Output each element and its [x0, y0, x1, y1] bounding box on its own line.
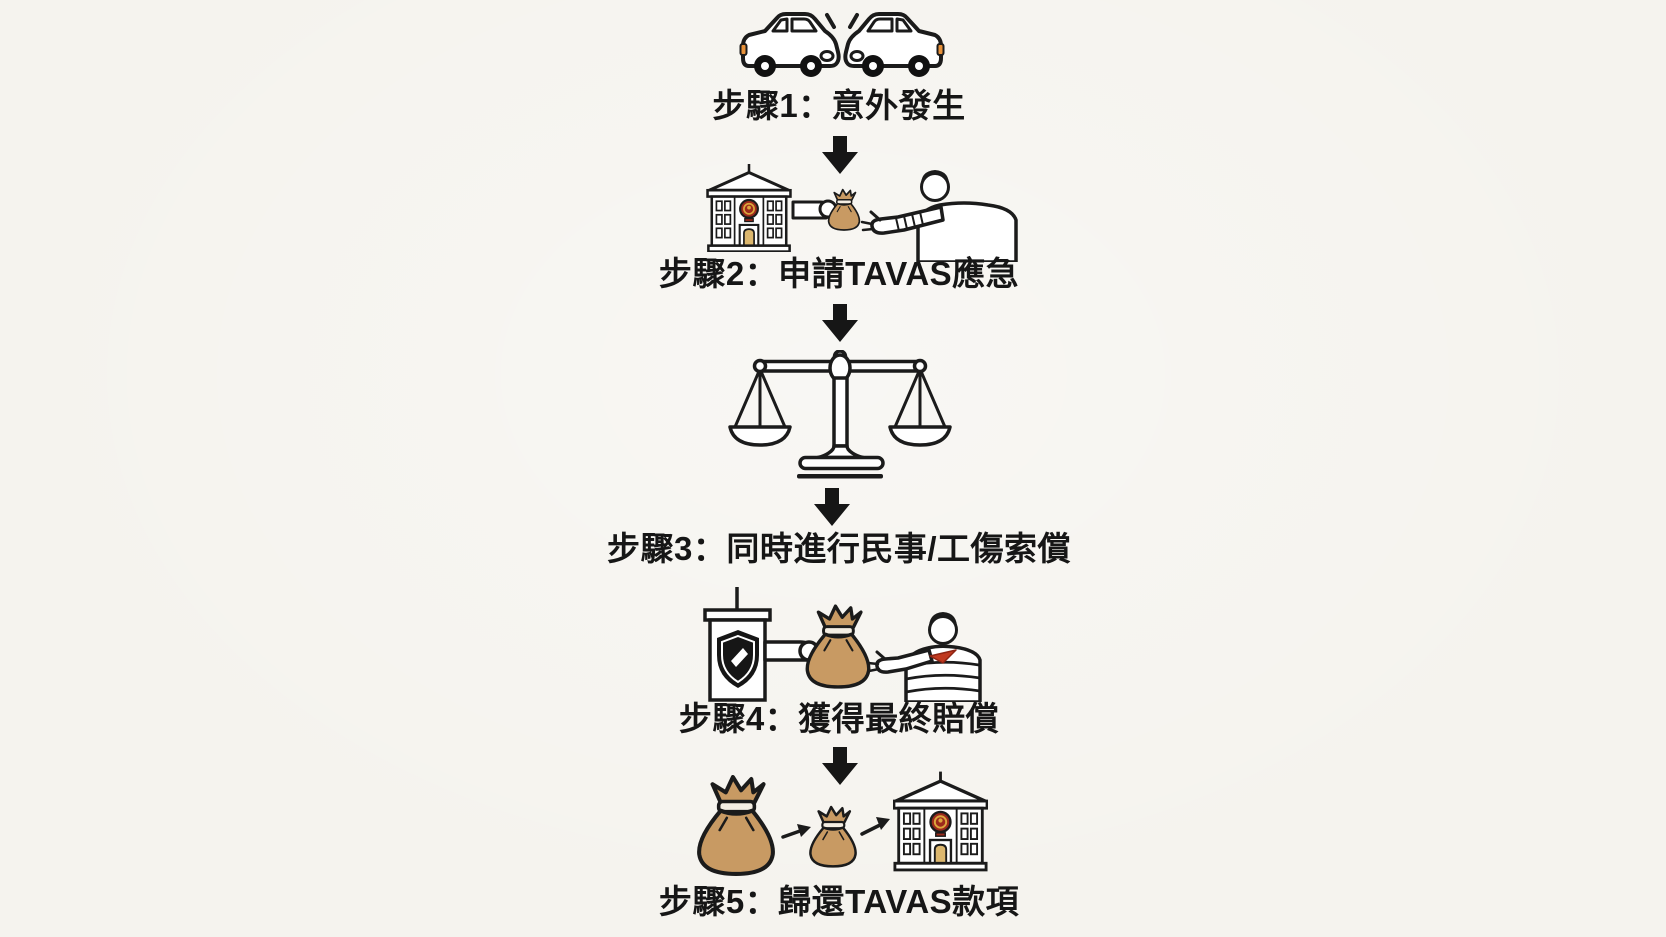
step-1-label: 步驟1：意外發生 — [712, 87, 966, 124]
car-collision-icon — [739, 12, 945, 77]
wound-mark — [929, 649, 957, 664]
right-arrow-icon — [860, 817, 890, 836]
car-left — [739, 12, 841, 77]
step-3-label: 步驟3：同時進行民事/工傷索償 — [606, 530, 1072, 567]
injured-person — [866, 612, 982, 702]
arm-bandage — [895, 211, 924, 232]
scale-strings — [733, 368, 947, 428]
government-building-icon — [705, 164, 793, 252]
scale-post — [832, 376, 849, 448]
money-bag-icon — [805, 604, 871, 689]
government-building-icon — [893, 769, 988, 872]
scale-base — [798, 455, 885, 471]
scale-pan-right — [888, 425, 952, 447]
step-4-label: 步驟4：獲得最終賠償 — [678, 700, 1000, 737]
step-2-label: 步驟2：申請TAVAS應急 — [658, 255, 1020, 292]
giving-arm — [791, 199, 838, 220]
down-arrow-icon — [814, 488, 850, 526]
scale-pan-left — [728, 425, 792, 447]
step-5-label: 步驟5：歸還TAVAS款項 — [658, 883, 1020, 920]
small-money-bag-icon — [809, 805, 857, 868]
large-money-bag-icon — [699, 777, 773, 874]
agency-payout-icon — [705, 164, 1018, 262]
down-arrow-icon — [822, 304, 858, 342]
money-bag-icon — [827, 188, 861, 231]
right-arrow-icon — [781, 824, 811, 839]
justice-scales-icon — [728, 350, 952, 479]
insurance-banner-icon — [703, 587, 772, 702]
insurer-payout-icon — [703, 587, 982, 702]
injured-person — [860, 170, 1018, 262]
repayment-icon — [690, 769, 988, 880]
car-right — [843, 12, 945, 77]
scale-underline — [797, 474, 883, 479]
